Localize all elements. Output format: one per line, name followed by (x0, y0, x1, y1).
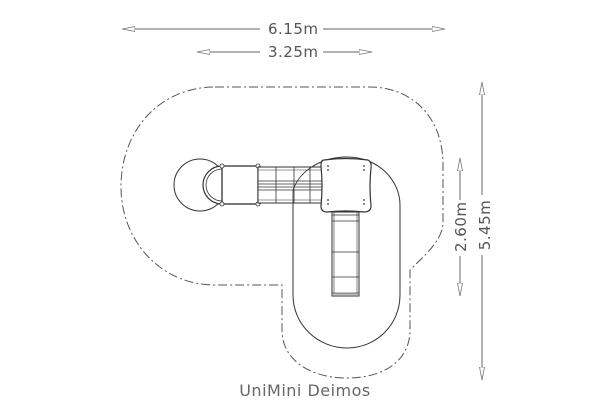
tower-platform (320, 157, 372, 213)
safety-zone-outline (120, 86, 444, 379)
equipment-width-label: 3.25m (264, 44, 323, 60)
bridge (257, 166, 323, 204)
overall-width-label: 6.15m (264, 21, 323, 37)
product-title: UniMini Deimos (239, 381, 371, 400)
overall-depth-label: 5.45m (476, 195, 494, 255)
entry-platform (221, 165, 259, 205)
slide (331, 211, 360, 297)
entry-arch (202, 165, 223, 205)
equipment-depth-label: 2.60m (452, 200, 470, 256)
